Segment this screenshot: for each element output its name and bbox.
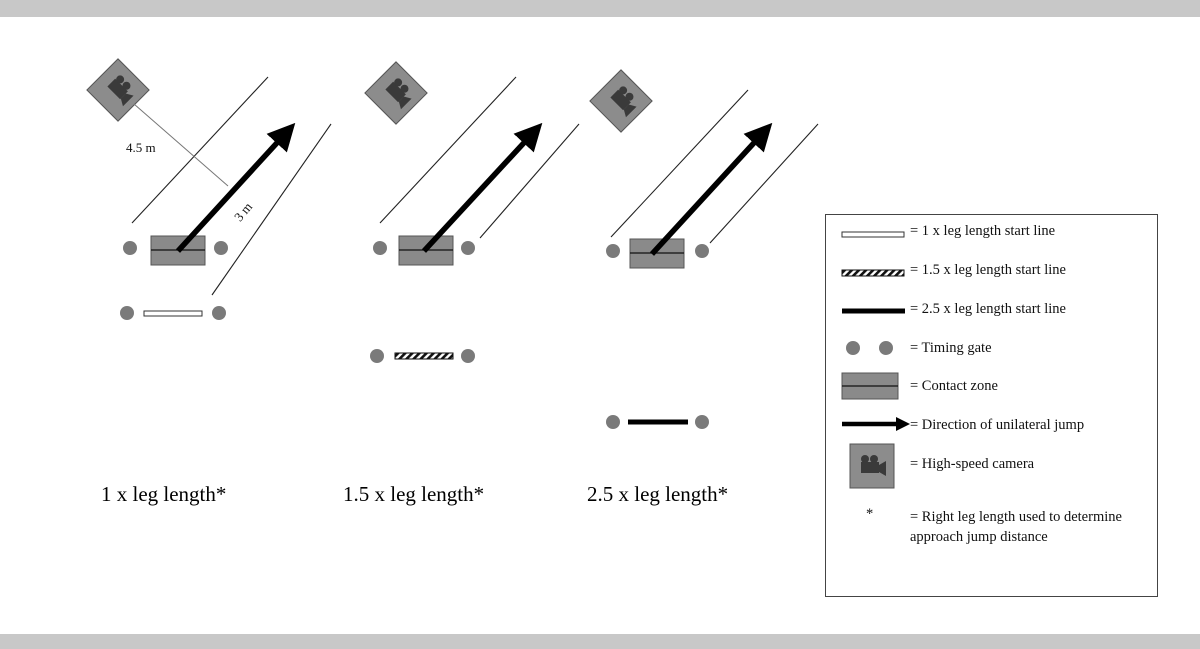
timing-gate [606, 244, 620, 258]
high-speed-camera-icon [364, 61, 428, 125]
timing-gate [695, 244, 709, 258]
panel-1-caption: 1 x leg length* [101, 482, 227, 506]
timing-gate [373, 241, 387, 255]
panel-2 [364, 61, 580, 363]
high-speed-camera-icon [86, 58, 150, 122]
jump-arrow-icon [842, 417, 910, 431]
timing-gate [695, 415, 709, 429]
legend-label-timing-gate: = Timing gate [910, 340, 992, 356]
top-band [0, 0, 1200, 17]
panel-2-caption: 1.5 x leg length* [343, 482, 485, 506]
legend-box: = 1 x leg length start line = 1.5 x leg … [825, 214, 1158, 597]
legend-label-contact-zone: = Contact zone [910, 378, 998, 394]
start-line-1-5x [394, 352, 454, 360]
legend-label-high-speed-camera: = High-speed camera [910, 456, 1035, 472]
panel-3 [589, 69, 819, 429]
timing-gate-icon [846, 341, 893, 355]
legend-label-1x-start-line: = 1 x leg length start line [910, 223, 1056, 239]
jump-direction-arrow [421, 122, 543, 253]
black-start-line-icon [842, 308, 905, 314]
contact-zone-icon [841, 372, 899, 400]
jump-direction-arrow [175, 122, 296, 253]
lane-line-right [479, 123, 580, 239]
lane-line-right [211, 123, 332, 296]
legend-label-jump-direction: = Direction of unilateral jump [910, 417, 1085, 433]
timing-gate [461, 241, 475, 255]
jump-distance-label: 3 m [231, 199, 255, 224]
lane-line-left [379, 76, 517, 224]
timing-gate [370, 349, 384, 363]
panel-1: 4.5 m 3 m [86, 58, 332, 320]
legend-label-1-5x-start-line: = 1.5 x leg length start line [910, 262, 1066, 278]
legend-note-text: = Right leg length used to determine app… [910, 509, 1122, 545]
camera-distance-line [133, 103, 229, 187]
timing-gate [606, 415, 620, 429]
high-speed-camera-icon [589, 69, 653, 133]
note-marker: * [866, 506, 874, 522]
timing-gate [120, 306, 134, 320]
panel-3-caption: 2.5 x leg length* [587, 482, 729, 506]
camera-distance-label: 4.5 m [126, 140, 156, 155]
camera-icon [849, 443, 895, 489]
timing-gate [461, 349, 475, 363]
timing-gate [212, 306, 226, 320]
jump-direction-arrow [649, 122, 773, 256]
white-start-line-icon [841, 231, 905, 238]
lane-line-left [131, 76, 269, 224]
lane-line-right [709, 123, 819, 244]
bottom-band [0, 634, 1200, 649]
start-line-1x [143, 310, 203, 317]
timing-gate [123, 241, 137, 255]
lane-line-left [610, 89, 749, 238]
hatched-start-line-icon [841, 269, 905, 277]
legend-label-2-5x-start-line: = 2.5 x leg length start line [910, 301, 1066, 317]
timing-gate [214, 241, 228, 255]
